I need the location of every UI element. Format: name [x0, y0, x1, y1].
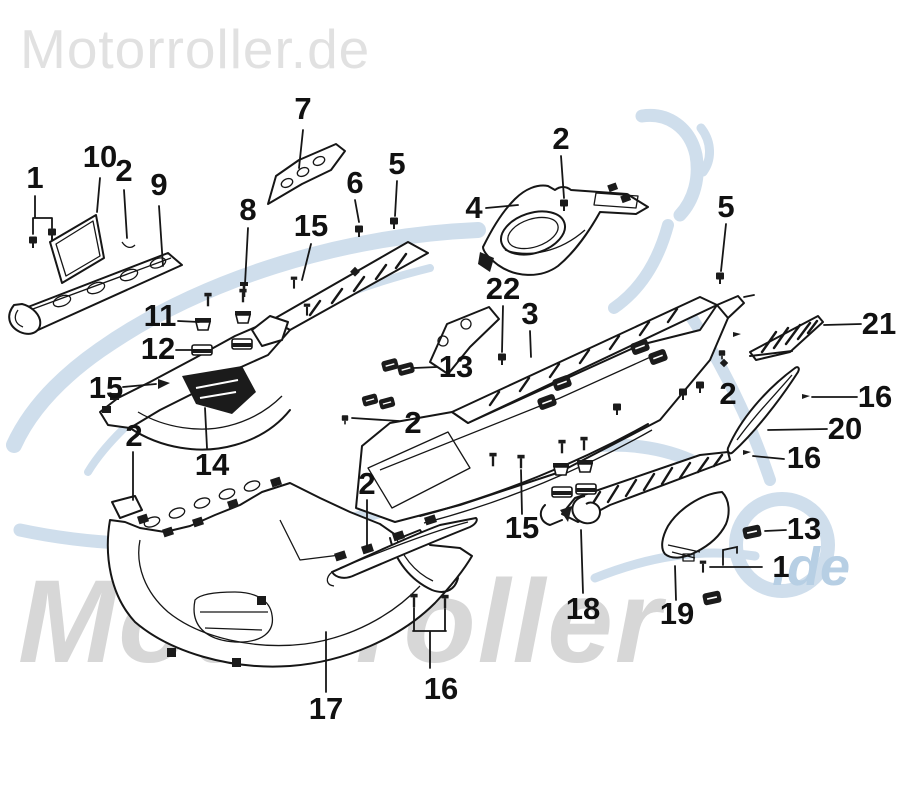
- watermark-suffix-text: .de: [772, 537, 850, 597]
- part-floor-panel-right: [355, 295, 745, 524]
- callout-13-bottom: 13: [787, 511, 821, 546]
- callout-18: 18: [566, 591, 600, 626]
- callout-13-mid: 13: [439, 349, 473, 384]
- swirl-wing-upper: [6, 222, 486, 453]
- part-rubber-mat: [49, 214, 105, 284]
- part-striped-wedge: [749, 315, 824, 361]
- callout-19: 19: [660, 596, 694, 631]
- callout-2-right: 2: [719, 376, 736, 411]
- part-side-plate: [661, 491, 730, 562]
- callout-9: 9: [150, 167, 167, 202]
- part-blade-20: [726, 366, 800, 455]
- callout-20: 20: [828, 411, 862, 446]
- callout-11: 11: [144, 298, 177, 333]
- part-underbody-tray: [106, 476, 473, 668]
- callout-3: 3: [521, 296, 538, 331]
- callout-16-right2: 16: [787, 440, 821, 475]
- callout-2-top: 2: [552, 121, 569, 156]
- callout-15-top: 15: [294, 208, 328, 243]
- part-cover-4: [478, 182, 649, 276]
- part-floor-board: [8, 252, 183, 335]
- fasteners: [28, 198, 810, 610]
- callout-1-bottom: 1: [772, 549, 789, 584]
- swirl-bird-tail: [608, 219, 674, 314]
- callout-2-topleft: 2: [115, 153, 132, 188]
- callout-15-left: 15: [89, 370, 123, 405]
- callout-8: 8: [239, 192, 256, 227]
- leader-lines: [32, 129, 862, 693]
- callout-2-bottom: 2: [358, 466, 375, 501]
- callout-22: 22: [486, 271, 520, 306]
- callout-2-left: 2: [125, 418, 142, 453]
- callout-17: 17: [309, 691, 343, 726]
- callout-12: 12: [141, 331, 175, 366]
- callout-15-bottom: 15: [505, 510, 539, 545]
- callout-7: 7: [294, 91, 311, 126]
- callout-labels: 1 10 2 9 7 8 15 6 5 2 4 22 3 5 21 11 12 …: [26, 91, 896, 726]
- swirl-bird-head: [635, 108, 704, 222]
- callout-16-right1: 16: [858, 379, 892, 414]
- callout-2-mid: 2: [404, 405, 421, 440]
- line-art: [8, 129, 862, 693]
- swirl-bird-beak: [696, 123, 714, 177]
- callout-1-topleft: 1: [26, 160, 43, 195]
- callout-5-top: 5: [388, 146, 405, 181]
- callout-6: 6: [346, 165, 363, 200]
- callout-4: 4: [465, 190, 483, 225]
- callout-10: 10: [83, 139, 117, 174]
- part-trim-strip: [326, 514, 478, 587]
- callout-5-right: 5: [717, 189, 734, 224]
- part-bracket-7: [267, 143, 346, 205]
- callout-21: 21: [862, 306, 896, 341]
- swirl-ring: [729, 492, 835, 598]
- callout-14: 14: [195, 447, 230, 482]
- top-logo-text: Motorroller.de: [20, 18, 370, 80]
- callout-16-bottom: 16: [424, 671, 458, 706]
